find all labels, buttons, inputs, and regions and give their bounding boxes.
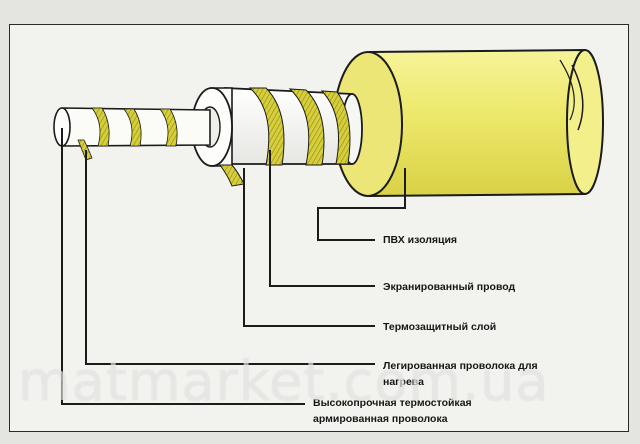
- leader-shielded: [269, 150, 375, 287]
- label-core-line-1: Высокопрочная термостойкая: [313, 397, 472, 409]
- label-pvc-insulation: ПВХ изоляция: [383, 234, 458, 246]
- leader-pvc: [317, 168, 406, 241]
- label-alloy-line-2: нагрева: [383, 376, 424, 388]
- alloy-heating-wire: [53, 107, 211, 161]
- label-alloy-heating-wire: Легированная проволока для нагрева: [383, 358, 538, 390]
- label-shielded-wire: Экранированный провод: [383, 281, 516, 293]
- leader-lines: [61, 128, 406, 405]
- label-heat-resistant-core: Высокопрочная термостойкая армированная …: [313, 395, 472, 427]
- watermark: matmarket.com.ua: [18, 350, 550, 413]
- leader-core: [61, 128, 305, 405]
- pvc-insulation-layer: [333, 48, 604, 198]
- label-core-line-2: армированная проволока: [313, 413, 448, 425]
- shielded-wire-layer: [224, 87, 363, 166]
- label-heat-protective-layer: Термозащитный слой: [383, 321, 497, 333]
- leader-heat-protective: [243, 168, 375, 327]
- leader-alloy: [85, 150, 375, 365]
- label-alloy-line-1: Легированная проволока для: [383, 360, 538, 372]
